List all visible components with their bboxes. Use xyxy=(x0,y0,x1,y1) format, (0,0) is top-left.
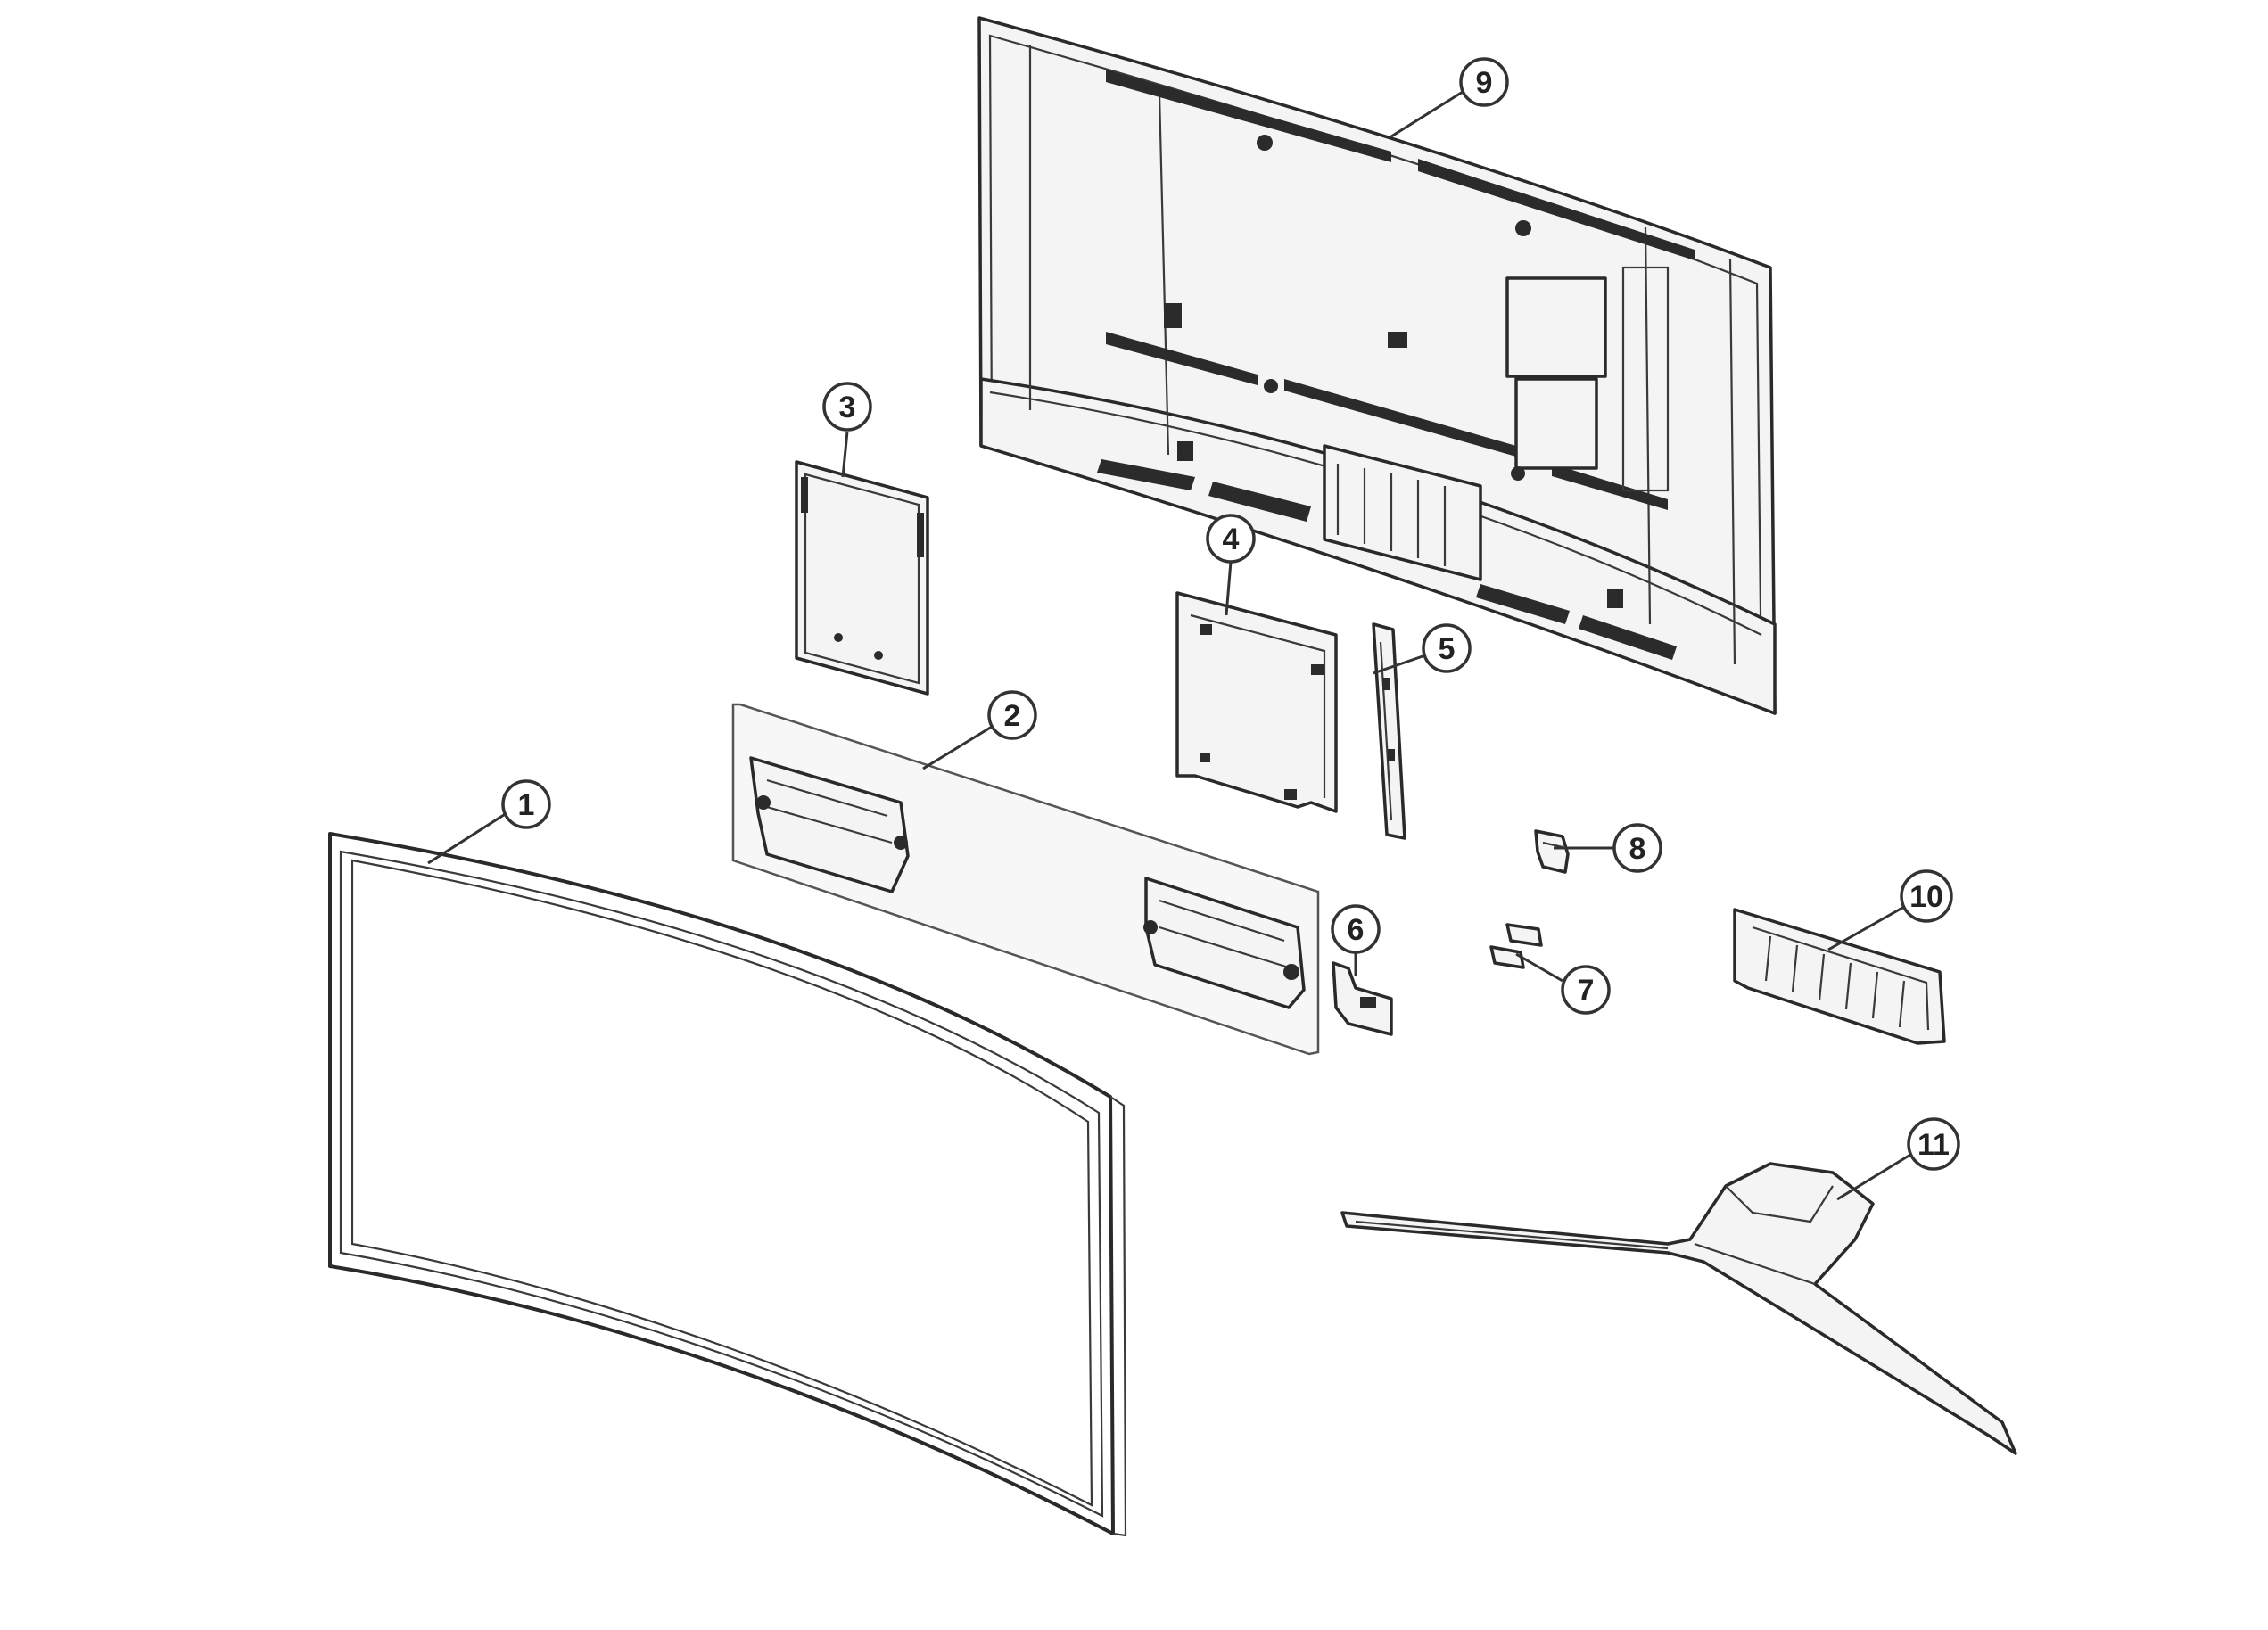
part-clip xyxy=(1534,829,1570,874)
part-bracket xyxy=(1372,622,1406,840)
callout-1: 1 xyxy=(427,779,551,865)
callout-10-label: 10 xyxy=(1909,880,1943,914)
part-small-bracket xyxy=(1332,961,1393,1036)
part-display-panel xyxy=(328,832,1127,1537)
callout-10: 10 xyxy=(1827,869,1953,951)
part-stand xyxy=(1340,1162,2017,1455)
callout-4-label: 4 xyxy=(1223,523,1240,556)
callout-11-label: 11 xyxy=(1917,1128,1950,1162)
callout-5: 5 xyxy=(1373,623,1472,675)
callout-1-label: 1 xyxy=(518,788,535,822)
part-stand-cover xyxy=(1733,908,1946,1045)
callout-7-label: 7 xyxy=(1578,974,1595,1008)
callout-7: 7 xyxy=(1515,952,1611,1015)
callout-9-label: 9 xyxy=(1476,66,1493,100)
callout-11: 11 xyxy=(1836,1117,1960,1201)
callout-8-label: 8 xyxy=(1629,832,1646,866)
callout-9: 9 xyxy=(1390,57,1509,138)
callout-2-label: 2 xyxy=(1004,699,1021,733)
part-rear-cover xyxy=(977,16,1777,715)
callout-2: 2 xyxy=(922,690,1037,770)
callout-3: 3 xyxy=(822,382,872,478)
part-connector xyxy=(1489,923,1543,969)
callout-5-label: 5 xyxy=(1439,632,1456,666)
callout-4: 4 xyxy=(1206,514,1256,616)
callout-3-label: 3 xyxy=(839,391,856,424)
part-power-board xyxy=(795,460,929,696)
callout-6: 6 xyxy=(1331,904,1381,976)
callout-6-label: 6 xyxy=(1348,913,1365,947)
part-main-board xyxy=(1175,591,1338,813)
callout-8: 8 xyxy=(1554,823,1662,873)
part-speaker-assembly xyxy=(731,703,1320,1056)
